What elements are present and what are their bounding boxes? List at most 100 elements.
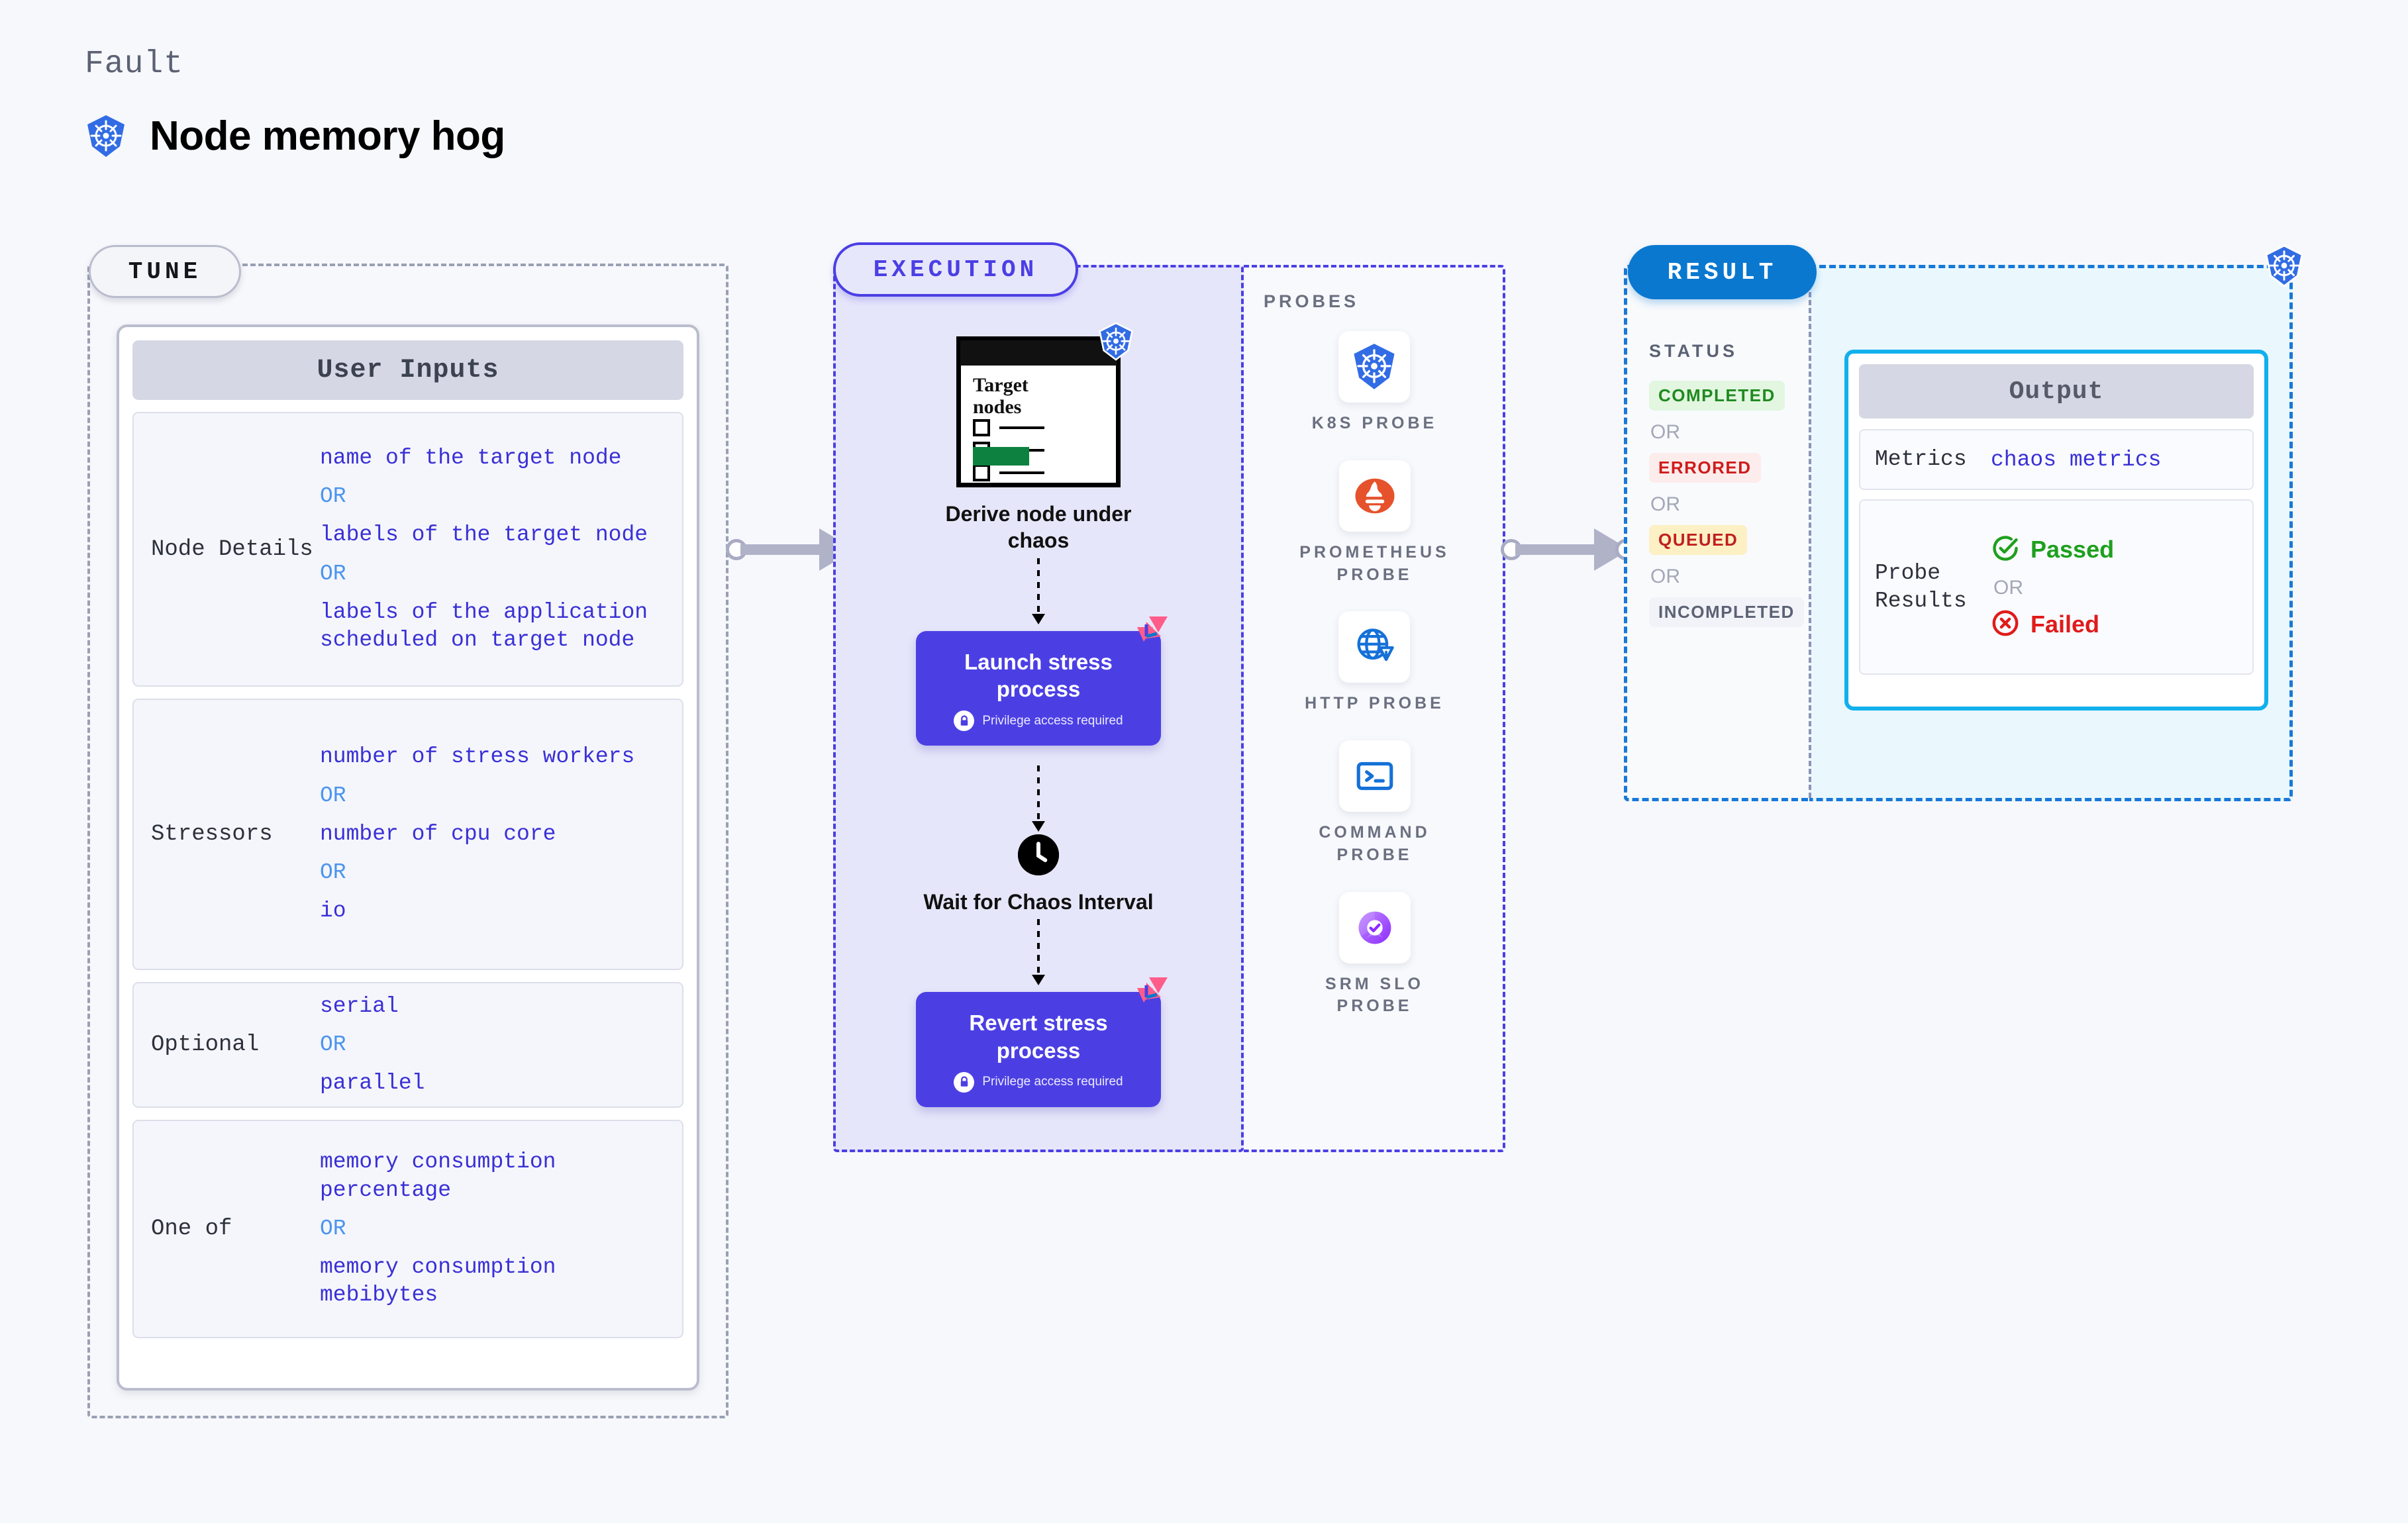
target-title-line2: nodes (973, 396, 1022, 418)
execution-flow: Target nodes Derive node under chaos (833, 291, 1244, 1107)
or-separator: OR (320, 561, 346, 586)
input-value: number of stress workers (320, 744, 635, 769)
list-line (999, 471, 1044, 474)
probe-result-passed: Passed (1991, 534, 2114, 566)
or-separator: OR (320, 1216, 346, 1241)
checkbox-row (973, 419, 1044, 436)
status-list: COMPLETED OR ERRORED OR QUEUED OR INCOMP… (1649, 381, 1804, 627)
probe-label: COMMAND PROBE (1319, 823, 1430, 864)
lock-icon (954, 711, 975, 732)
probe-item-srm-slo[interactable]: SRM SLO PROBE (1292, 891, 1458, 1018)
kubernetes-icon (1097, 322, 1134, 364)
kubernetes-icon (1338, 331, 1411, 403)
probe-label: HTTP PROBE (1305, 694, 1444, 713)
tune-section-pill: TUNE (89, 245, 241, 298)
or-separator: OR (1650, 565, 1680, 587)
kubernetes-icon (2264, 244, 2305, 291)
input-label: One of (151, 1216, 232, 1242)
status-title: STATUS (1649, 341, 1738, 361)
probe-item-command[interactable]: COMMAND PROBE (1292, 740, 1458, 867)
input-row-stressors: Stressors number of stress workers OR nu… (132, 699, 683, 970)
page-title: Node memory hog (150, 113, 505, 159)
execution-section-pill: EXECUTION (833, 242, 1078, 297)
input-row-node-details: Node Details name of the target node OR … (132, 412, 683, 687)
or-separator: OR (320, 1032, 346, 1057)
output-row-metrics: Metrics chaos metrics (1859, 429, 2254, 490)
srm-slo-icon (1338, 891, 1411, 963)
checkbox-icon (973, 419, 990, 436)
target-title-line1: Target (973, 374, 1028, 396)
checkbox-icon (973, 464, 990, 481)
harness-icon (1127, 614, 1169, 660)
kubernetes-icon (85, 115, 127, 158)
input-value: serial (320, 993, 399, 1018)
input-value: labels of the target node (320, 522, 648, 548)
flow-arrow (1032, 765, 1045, 832)
output-label: Metrics (1875, 447, 1967, 472)
input-values: name of the target node OR labels of the… (320, 440, 665, 658)
green-bar-indicator (973, 447, 1029, 466)
step-subtitle: Privilege access required (982, 713, 1123, 728)
probes-section-container (1241, 265, 1505, 1152)
step-subtitle-row: Privilege access required (929, 1071, 1148, 1093)
status-badge-errored: ERRORED (1649, 453, 1761, 483)
status-badge-queued: QUEUED (1649, 525, 1748, 555)
user-inputs-card: User Inputs Node Details name of the tar… (117, 324, 699, 1391)
input-values: number of stress workers OR number of cp… (320, 739, 665, 929)
card-titlebar (960, 340, 1117, 366)
input-value: memory consumption mebibytes (320, 1255, 556, 1308)
target-nodes-title: Target nodes (973, 374, 1028, 418)
harness-icon (1127, 975, 1169, 1020)
probe-item-prometheus[interactable]: PROMETHEUS PROBE (1292, 460, 1458, 587)
or-separator: OR (1650, 493, 1680, 515)
tune-section-container (87, 264, 728, 1418)
status-badge-completed: COMPLETED (1649, 381, 1785, 411)
input-row-one-of: One of memory consumption percentage OR … (132, 1120, 683, 1338)
x-circle-icon (1991, 609, 2020, 641)
probe-label: K8S PROBE (1311, 414, 1438, 432)
list-line (999, 426, 1044, 429)
flow-arrow (1032, 919, 1045, 986)
http-globe-warning-icon (1338, 611, 1411, 683)
step-subtitle: Privilege access required (982, 1075, 1123, 1089)
probe-label: PROMETHEUS PROBE (1299, 542, 1450, 584)
fault-eyebrow-label: Fault (85, 46, 184, 82)
probe-item-k8s[interactable]: K8S PROBE (1312, 331, 1437, 435)
step-caption-wait-chaos-interval: Wait for Chaos Interval (923, 890, 1154, 914)
input-value: memory consumption percentage (320, 1150, 556, 1203)
step-title: Revert stress process (969, 1010, 1108, 1063)
step-caption-derive-node: Derive node under chaos (945, 502, 1132, 553)
step-subtitle-row: Privilege access required (929, 711, 1148, 732)
or-separator: OR (1650, 421, 1680, 443)
failed-label: Failed (2031, 611, 2100, 638)
input-label: Node Details (151, 536, 313, 562)
probes-title: PROBES (1264, 291, 1360, 311)
user-inputs-header: User Inputs (132, 340, 683, 400)
or-separator: OR (320, 484, 346, 509)
target-nodes-card: Target nodes (956, 322, 1133, 487)
probe-result-failed: Failed (1991, 609, 2114, 641)
fault-title-row: Node memory hog (85, 113, 505, 160)
probe-item-http[interactable]: HTTP PROBE (1305, 611, 1444, 715)
lock-icon (954, 1071, 975, 1093)
step-card-revert-stress-process[interactable]: Revert stress process Privilege access r… (916, 977, 1168, 1107)
input-value: name of the target node (320, 445, 622, 470)
clock-icon (1018, 834, 1059, 876)
step-card-launch-stress-process[interactable]: Launch stress process Privilege access r… (916, 616, 1168, 746)
or-separator: OR (320, 860, 346, 885)
or-separator: OR (1993, 576, 2023, 599)
input-values: memory consumption percentage OR memory … (320, 1144, 665, 1313)
input-value: io (320, 899, 346, 924)
connector-execution-to-result (1501, 528, 1636, 571)
input-value: number of cpu core (320, 821, 556, 846)
flow-arrow (1032, 558, 1045, 624)
probe-result-values: Passed OR Failed (1991, 534, 2114, 641)
check-circle-icon (1991, 534, 2020, 566)
prometheus-icon (1338, 460, 1411, 532)
probe-label: SRM SLO PROBE (1325, 974, 1424, 1016)
input-value: parallel (320, 1071, 425, 1096)
input-label: Optional (151, 1032, 260, 1057)
